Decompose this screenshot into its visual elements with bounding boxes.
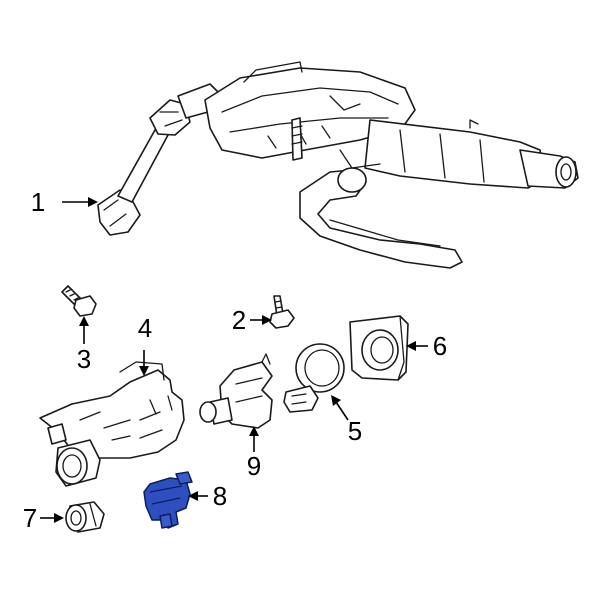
part-lock-housing bbox=[39, 361, 185, 487]
callout-label-8: 8 bbox=[213, 481, 227, 511]
callout-label-5: 5 bbox=[348, 416, 362, 446]
callout-label-4: 4 bbox=[138, 313, 152, 343]
part-ignition-switch[interactable] bbox=[143, 471, 193, 529]
callout-label-2: 2 bbox=[232, 305, 246, 335]
callout-label-6: 6 bbox=[433, 331, 447, 361]
part-cap bbox=[65, 501, 105, 533]
callout-labels: 1 2 3 4 5 6 7 8 9 bbox=[23, 187, 447, 533]
callout-label-7: 7 bbox=[23, 503, 37, 533]
part-steering-column bbox=[97, 61, 579, 269]
part-lock-cylinder bbox=[199, 353, 273, 429]
callout-arrows bbox=[40, 197, 428, 523]
callout-label-3: 3 bbox=[77, 344, 91, 374]
callout-label-1: 1 bbox=[31, 187, 45, 217]
part-antenna-ring bbox=[283, 343, 345, 413]
callout-label-9: 9 bbox=[247, 451, 261, 481]
part-screw bbox=[61, 285, 97, 317]
part-bolt bbox=[269, 295, 295, 329]
part-bezel bbox=[349, 315, 409, 381]
